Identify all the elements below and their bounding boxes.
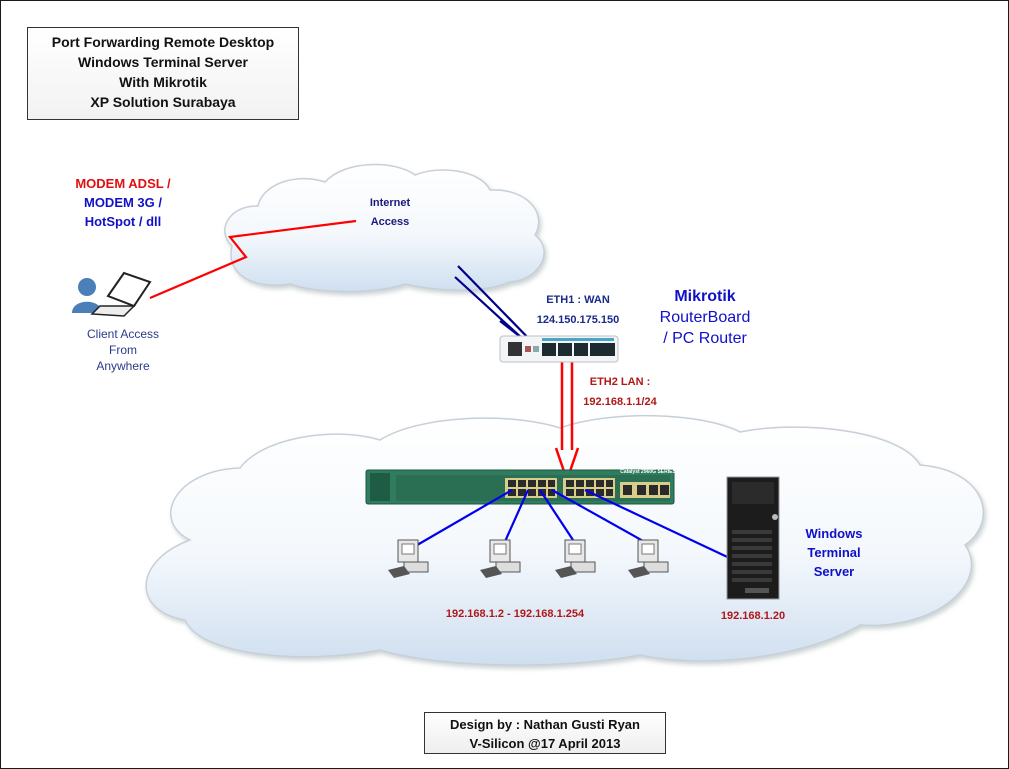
server-line: Windows: [805, 526, 863, 541]
eth1-label: ETH1 : WAN 124.150.175.150: [528, 290, 628, 330]
title-line: Windows Terminal Server: [78, 54, 248, 70]
server-line: Terminal: [807, 545, 861, 560]
title-line: With Mikrotik: [119, 74, 207, 90]
router-type: / PC Router: [663, 330, 747, 347]
eth2-label: ETH2 LAN : 192.168.1.1/24: [570, 372, 670, 412]
eth1-ip: 124.150.175.150: [536, 314, 620, 326]
catalyst-switch: [365, 469, 675, 505]
server-icon: [726, 476, 780, 600]
switch-model: Catalyst 2960G SERIES: [620, 469, 676, 475]
client-label: Client Access From Anywhere: [68, 326, 178, 374]
uplink-line: [457, 265, 539, 349]
router-name: Mikrotik: [674, 288, 736, 305]
modem-label: MODEM ADSL / MODEM 3G / HotSpot / dll: [56, 174, 190, 231]
wan-link: [149, 219, 357, 300]
server-ip-label: 192.168.1.20: [720, 610, 786, 622]
title-box: Port Forwarding Remote Desktop Windows T…: [27, 27, 299, 120]
modem-line: MODEM ADSL /: [75, 176, 171, 191]
title-line: Port Forwarding Remote Desktop: [51, 34, 275, 50]
client-range-label: 192.168.1.2 - 192.168.1.254: [445, 608, 585, 620]
router-type: RouterBoard: [659, 309, 751, 326]
internet-line: Access: [370, 216, 410, 228]
internet-line: Internet: [369, 197, 411, 209]
eth2-ip: 192.168.1.1/24: [583, 396, 657, 408]
server-line: Server: [813, 564, 855, 579]
lan-links: [411, 489, 739, 563]
server-label: Windows Terminal Server: [792, 524, 876, 581]
internet-cloud: [224, 163, 545, 293]
credit-box: Design by : Nathan Gusti Ryan V-Silicon …: [424, 712, 666, 754]
internet-label: Internet Access: [350, 194, 430, 232]
modem-line: MODEM 3G /: [83, 195, 162, 210]
credit-line: V-Silicon @17 April 2013: [469, 736, 621, 751]
credit-line: Design by : Nathan Gusti Ryan: [450, 717, 640, 732]
client-icon: [72, 271, 152, 317]
pc-icons: [388, 539, 669, 578]
modem-line: HotSpot / dll: [84, 214, 162, 229]
client-line: Anywhere: [96, 359, 150, 373]
client-line: From: [109, 343, 137, 357]
router-name-label: Mikrotik RouterBoard / PC Router: [645, 286, 765, 349]
title-line: XP Solution Surabaya: [90, 94, 236, 110]
eth2-name: ETH2 LAN :: [589, 376, 651, 388]
eth1-name: ETH1 : WAN: [546, 294, 610, 306]
mikrotik-router: [499, 335, 619, 363]
client-line: Client Access: [86, 327, 160, 341]
